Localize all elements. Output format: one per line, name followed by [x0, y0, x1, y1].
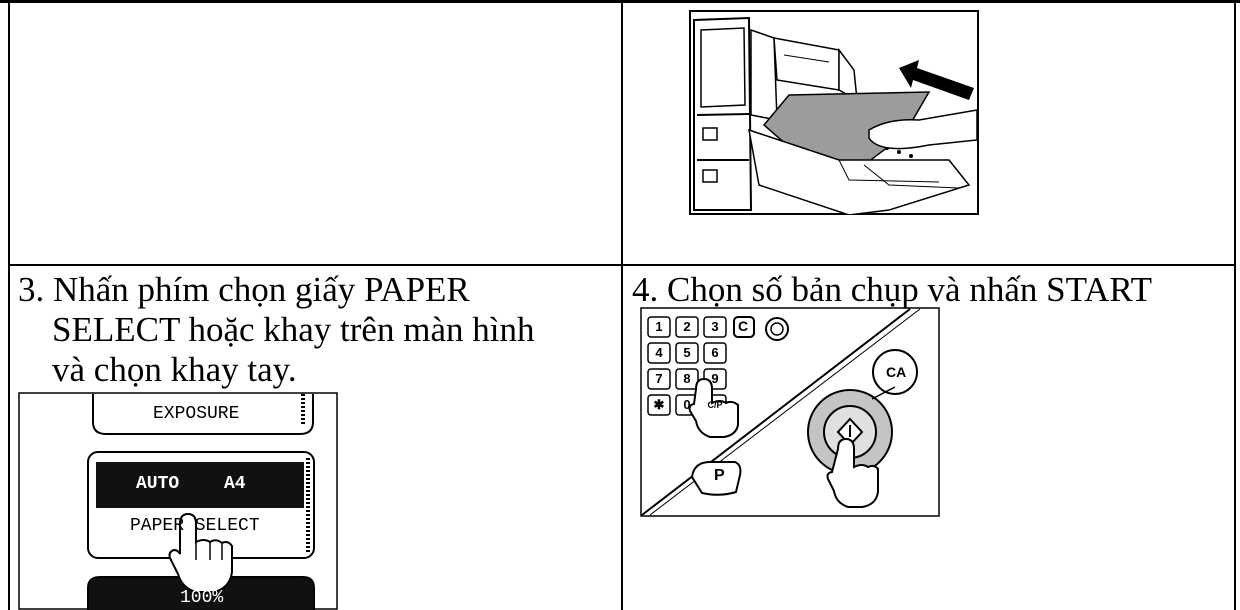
keypad-key-label: 5 [676, 343, 698, 363]
manual-tray-illustration [689, 10, 979, 215]
step3-line-3: và chọn khay tay. [52, 350, 297, 390]
paper-select-panel-illustration: EXPOSURE AUTO A4 PAPER SELECT 100% [18, 392, 338, 610]
keypad-key-label: 4 [648, 343, 670, 363]
keypad-key-label: 2 [676, 317, 698, 337]
keypad-key-label: 9 [704, 369, 726, 389]
keypad-key-label: 6 [704, 343, 726, 363]
table-row-divider [8, 264, 1236, 266]
clear-all-key-label: CA [886, 364, 906, 380]
program-key-label: P [714, 467, 725, 485]
top-border [0, 0, 1240, 3]
table-middle-border [621, 3, 623, 610]
step4-line-1: 4. Chọn số bản chụp và nhấn START [632, 270, 1152, 310]
step3-line-2: SELECT hoặc khay trên màn hình [52, 310, 534, 350]
keypad-key-label: 1 [648, 317, 670, 337]
auto-label: AUTO [136, 474, 179, 494]
paper-size-label: A4 [224, 474, 246, 494]
keypad-key-label: ✱ [648, 395, 670, 415]
keypad-key-label: 0 [676, 395, 698, 415]
clear-key-label: C [738, 318, 748, 334]
keypad-key-label: 8 [676, 369, 698, 389]
copy-ratio-label: 100% [180, 588, 223, 608]
keypad-key-label: 7 [648, 369, 670, 389]
table-left-border [8, 3, 10, 610]
exposure-key-label: EXPOSURE [153, 404, 239, 424]
step3-line-1: 3. Nhấn phím chọn giấy PAPER [18, 270, 470, 310]
keypad-key-label: C/P [704, 395, 726, 415]
keypad-key-label: 3 [704, 317, 726, 337]
table-right-border [1234, 3, 1236, 610]
paper-select-key-label: PAPER SELECT [130, 516, 260, 536]
